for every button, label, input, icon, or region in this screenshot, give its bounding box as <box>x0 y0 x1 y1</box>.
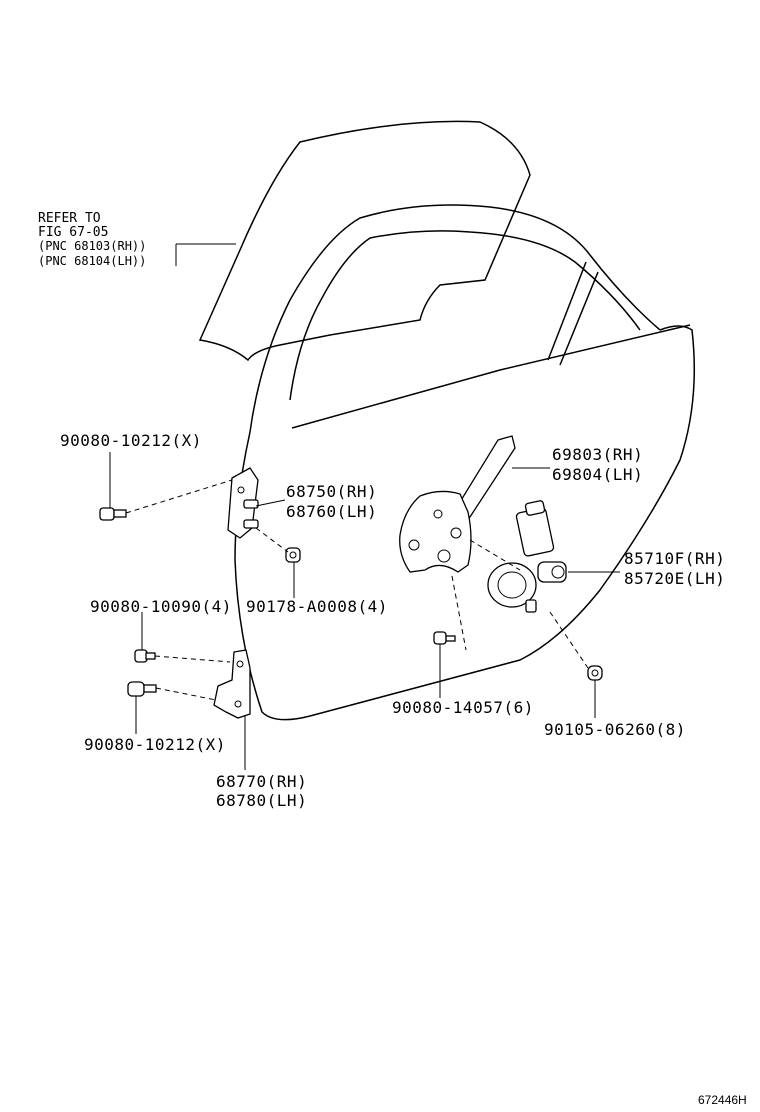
refer-line-1: REFER TO <box>38 211 101 226</box>
door-panel <box>234 204 695 721</box>
label-bolt-regulator: 90080-14057(6) <box>392 698 534 717</box>
bolt-regulator-icon <box>433 631 456 645</box>
label-motor-lh: 85720E(LH) <box>624 569 725 588</box>
lower-hinge <box>213 649 251 719</box>
refer-line-4: (PNC 68104(LH)) <box>38 254 146 268</box>
assembly-lines <box>125 479 589 701</box>
bolt-small-icon <box>134 649 156 663</box>
bolt-upper-icon <box>99 507 127 521</box>
leader-lines <box>109 243 620 770</box>
figure-id: 672446H <box>698 1093 747 1107</box>
refer-line-3: (PNC 68103(RH)) <box>38 239 146 253</box>
label-hinge-upper-lh: 68760(LH) <box>286 502 377 521</box>
bolt-lower-icon <box>127 681 157 697</box>
regulator-motor <box>487 500 567 613</box>
label-hinge-upper-rh: 68750(RH) <box>286 482 377 501</box>
label-hinge-lower-lh: 68780(LH) <box>216 791 307 810</box>
refer-line-2: FIG 67-05 <box>38 225 108 240</box>
screw-icon <box>587 665 603 681</box>
label-nut: 90178-A0008(4) <box>246 597 388 616</box>
label-regulator-lh: 69804(LH) <box>552 465 643 484</box>
label-hinge-lower-rh: 68770(RH) <box>216 772 307 791</box>
label-bolt-small: 90080-10090(4) <box>90 597 232 616</box>
nut-icon <box>285 547 301 563</box>
label-screw: 90105-06260(8) <box>544 720 686 739</box>
label-regulator-rh: 69803(RH) <box>552 445 643 464</box>
window-regulator <box>399 435 516 573</box>
label-bolt-upper: 90080-10212(X) <box>60 431 202 450</box>
label-motor-rh: 85710F(RH) <box>624 549 725 568</box>
label-bolt-lower: 90080-10212(X) <box>84 735 226 754</box>
upper-hinge <box>227 467 259 539</box>
door-glass <box>198 120 531 362</box>
